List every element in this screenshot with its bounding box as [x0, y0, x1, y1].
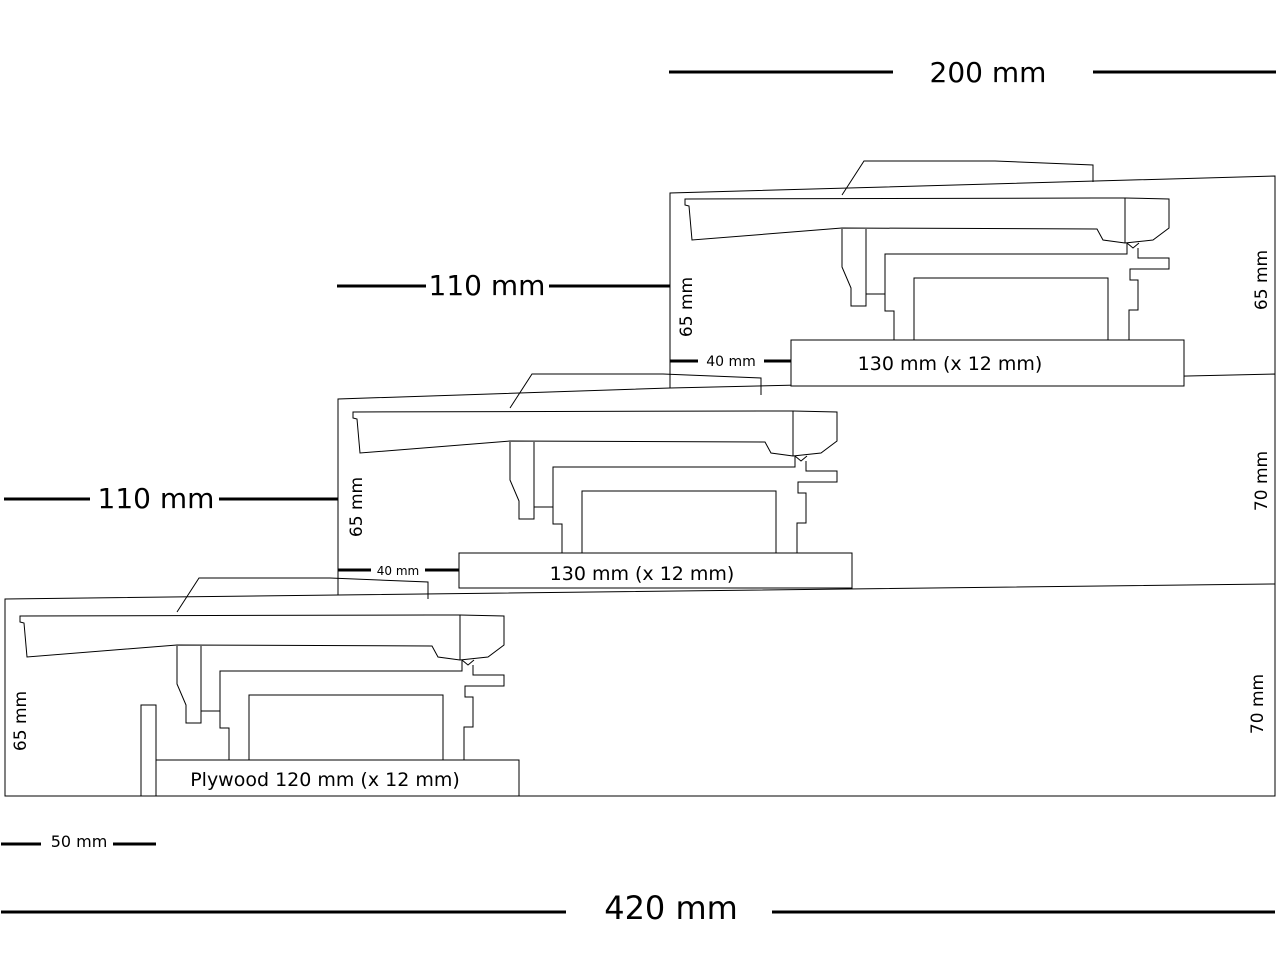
upper-left-height: 65 mm	[677, 277, 697, 337]
lower-tier-frame	[4, 583, 1276, 797]
scale-bar-label: 50 mm	[51, 832, 108, 851]
middle-offset-label: 110 mm	[98, 482, 215, 515]
lower-left-height: 65 mm	[11, 691, 31, 751]
total-width-label: 420 mm	[604, 889, 738, 927]
upper-tier-frame	[669, 175, 1276, 388]
top-width-label: 200 mm	[930, 56, 1047, 89]
height-labels: 65 mm 65 mm 65 mm 70 mm 65 mm 70 mm	[11, 250, 1272, 751]
machine-column	[176, 646, 505, 761]
middle-left-height: 65 mm	[347, 477, 367, 537]
lower-side-support	[140, 704, 157, 797]
gap-dimensions: 40 mm 40 mm	[338, 354, 791, 578]
middle-right-height: 70 mm	[1252, 451, 1272, 511]
machine-column	[841, 229, 1170, 344]
middle-tier-frame	[337, 373, 1276, 595]
machine-shoulder	[219, 660, 463, 711]
upper-right-height: 65 mm	[1252, 250, 1272, 310]
machine-upper	[684, 160, 1170, 344]
stand-frame	[4, 175, 1276, 797]
machine-needle	[794, 455, 808, 462]
lower-base-label: Plywood 120 mm (x 12 mm)	[190, 769, 460, 791]
machine-arm	[352, 410, 838, 457]
middle-gap-label: 40 mm	[377, 564, 419, 578]
machine-top-cover	[509, 373, 762, 409]
machine-shoulder	[552, 456, 796, 507]
machine-arm	[684, 197, 1170, 244]
machine-top-cover	[841, 160, 1094, 196]
machine-middle	[352, 373, 838, 557]
upper-base-label: 130 mm (x 12 mm)	[858, 353, 1043, 375]
machine-shoulder	[884, 243, 1128, 294]
machine-top-cover	[176, 577, 429, 613]
machine-needle	[461, 659, 475, 666]
lower-right-height: 70 mm	[1248, 674, 1268, 734]
middle-base-label: 130 mm (x 12 mm)	[550, 563, 735, 585]
machine-lower	[19, 577, 505, 761]
upper-offset-label: 110 mm	[429, 269, 546, 302]
machine-column	[509, 442, 838, 557]
base-boards: 130 mm (x 12 mm) 130 mm (x 12 mm) Plywoo…	[140, 339, 1185, 797]
upper-base-board	[790, 339, 1185, 387]
major-dimensions: 200 mm 110 mm 110 mm 50 mm 420 mm	[1, 56, 1276, 927]
machine-arm	[19, 614, 505, 661]
machine-needle	[1126, 242, 1140, 249]
upper-gap-label: 40 mm	[706, 354, 756, 370]
